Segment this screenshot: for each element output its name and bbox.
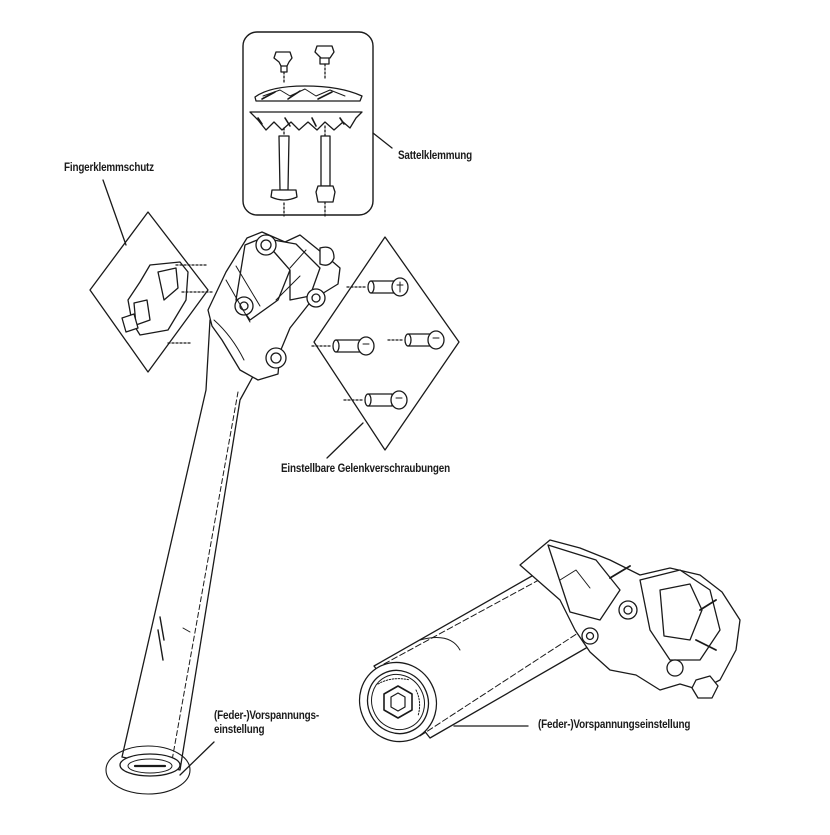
joint-screw-icon-right (387, 330, 445, 350)
adjustable-joint-screws-label: Einstellbare Gelenkverschraubungen (281, 463, 450, 475)
clamp-nut-icon-left (273, 51, 293, 85)
finger-guard-leader-line (102, 179, 127, 246)
preload-right-label: (Feder-)Vorspannungseinstellung (538, 719, 691, 731)
clamp-lower-plate-icon (249, 111, 363, 131)
preload-left-label-line2: einstellung (214, 724, 265, 736)
joint-screw-icon-left (311, 336, 375, 356)
saddle-clamp-callout-box (242, 31, 374, 216)
joint-screw-icon-bottom (343, 390, 408, 410)
saddle-clamp-label: Sattelklemmung (398, 150, 472, 162)
finger-guard-label: Fingerklemmschutz (64, 162, 154, 174)
preload-left-leader-line (179, 741, 215, 776)
clamp-bolt-icon-left (270, 127, 298, 217)
preload-left-label-line1: (Feder-)Vorspannungs- (214, 710, 320, 722)
finger-guard-callout-diamond (89, 211, 209, 373)
seatpost-assembly-icon (119, 231, 341, 777)
seatpost-detail-icon (358, 539, 741, 743)
joint-screw-icon-top (346, 277, 409, 297)
clamp-bolt-icon-right (315, 125, 336, 217)
preload-left-callout-ellipse (105, 745, 191, 795)
clamp-nut-icon-right (314, 45, 335, 81)
finger-guard-part-icon (121, 261, 213, 344)
joint-screws-leader-line (326, 422, 364, 459)
saddle-clamp-leader-line (372, 132, 393, 149)
joint-screws-callout-diamond (313, 236, 460, 451)
clamp-upper-plate-icon (254, 85, 363, 102)
